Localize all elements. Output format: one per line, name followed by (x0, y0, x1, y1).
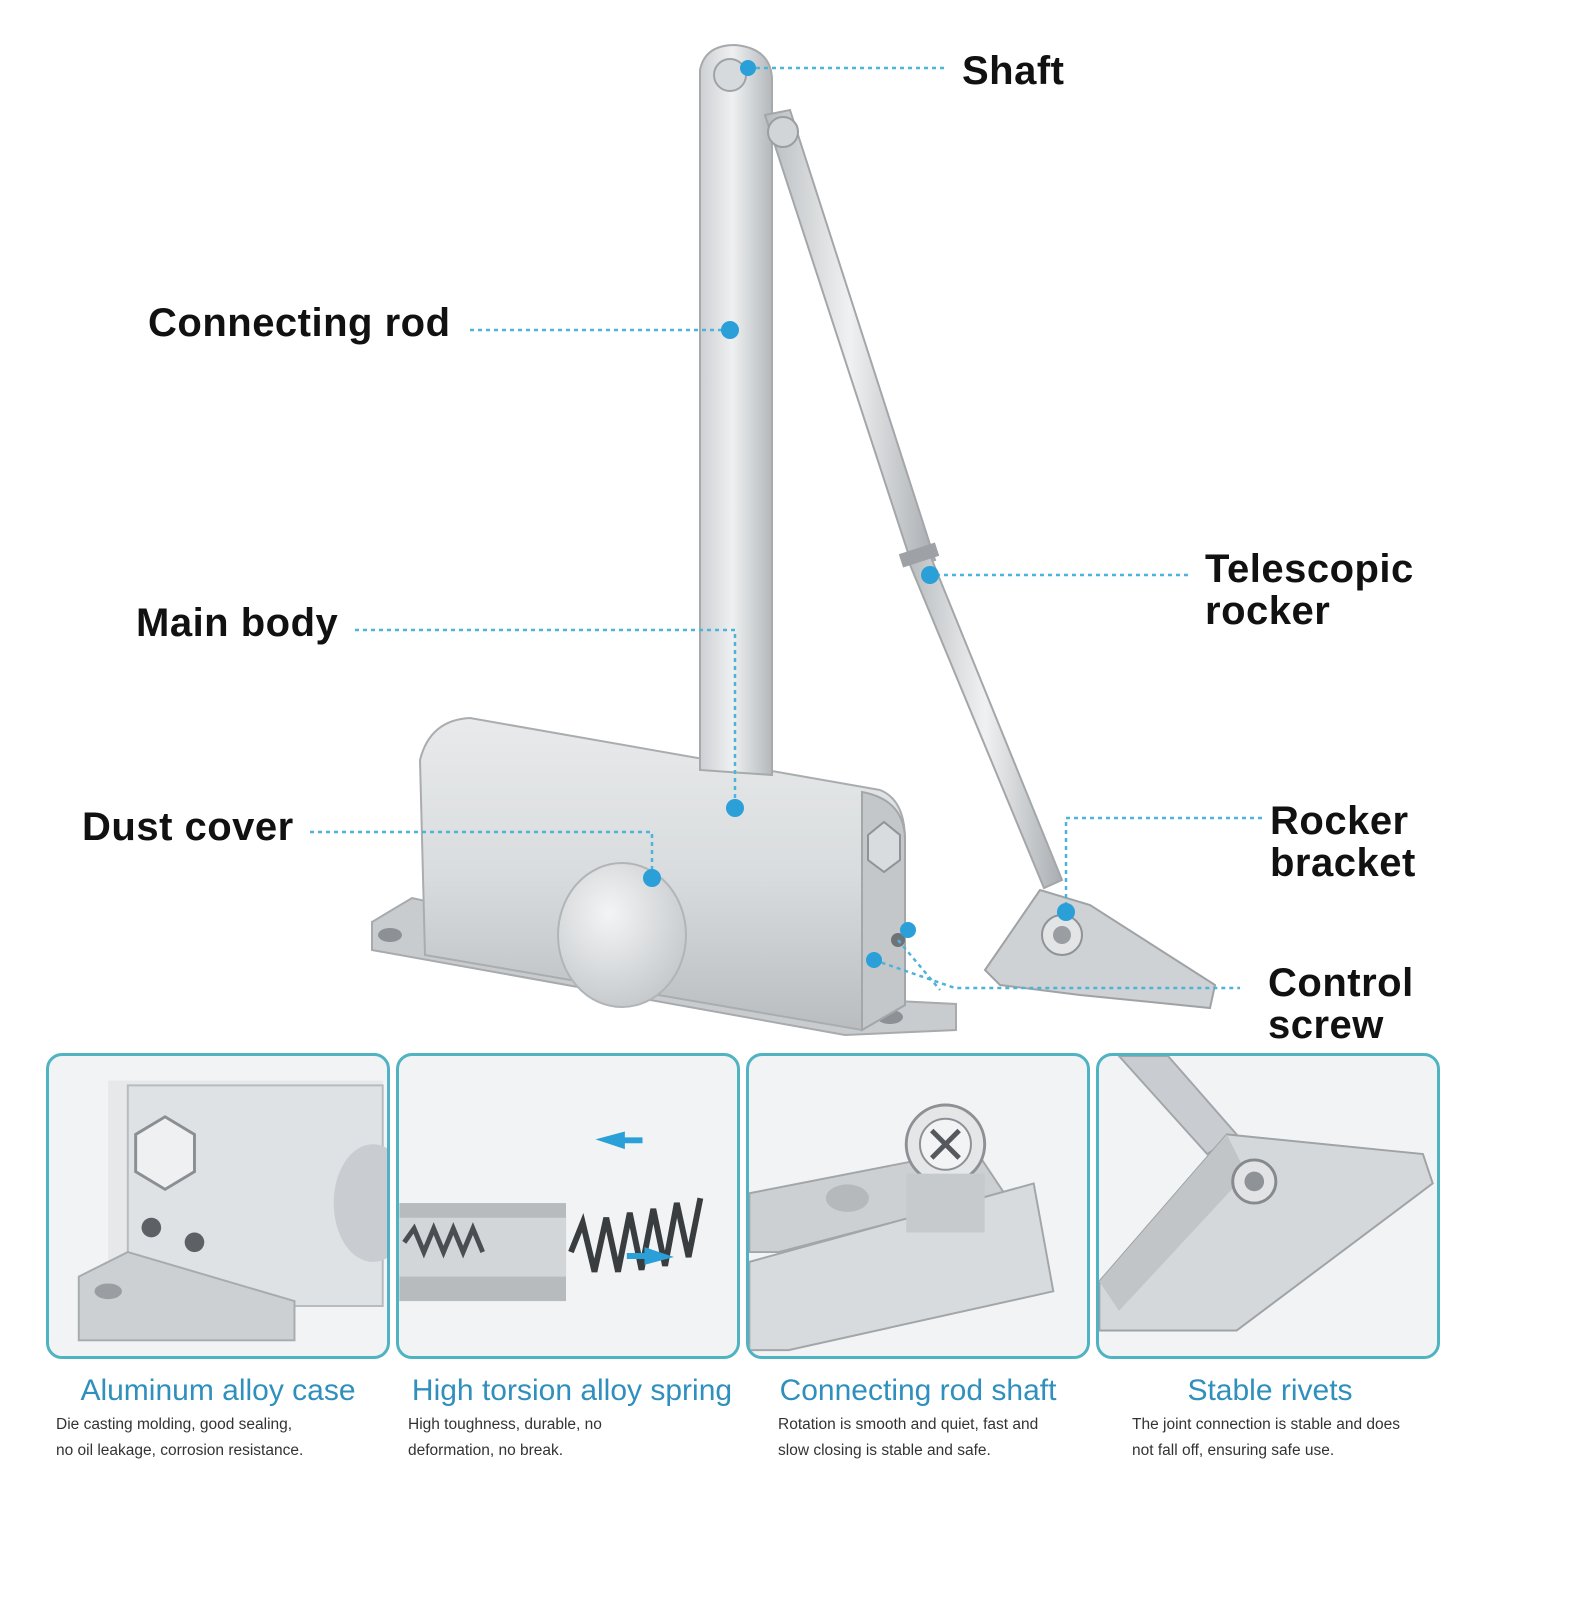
feature-desc-spring: High toughness, durable, no deformation,… (408, 1416, 602, 1459)
feature-title-aluminum-case: Aluminum alloy case (80, 1374, 356, 1407)
feature-panel-spring (396, 1053, 740, 1359)
rocker-bracket-label: Rocker bracket (1270, 799, 1416, 885)
telescopic-rocker-label: Telescopic rocker (1205, 547, 1414, 633)
feature-desc-rod-shaft: Rotation is smooth and quiet, fast and s… (778, 1416, 1039, 1459)
callout-dots (643, 60, 1075, 968)
rivets-closeup-illustration (1099, 1056, 1434, 1332)
dust-cover-label: Dust cover (82, 805, 294, 849)
feature-title-rod-shaft: Connecting rod shaft (779, 1374, 1057, 1407)
rod-shaft-closeup-illustration (749, 1103, 1055, 1352)
telescopic-rocker-shape (763, 108, 1064, 890)
spring-closeup-illustration (399, 1131, 704, 1302)
feature-panel-rivets (1096, 1053, 1440, 1359)
connecting-rod-shape (699, 43, 773, 777)
main-body-shape (418, 716, 906, 1032)
rocker-bracket-shape (983, 888, 1217, 1010)
connecting-rod-label: Connecting rod (148, 301, 451, 345)
feature-panel-aluminum-case (46, 1053, 390, 1359)
main-body-label: Main body (136, 601, 339, 645)
feature-panel-rod-shaft (746, 1053, 1090, 1359)
leader-lines (310, 66, 1262, 991)
feature-desc-aluminum-case: Die casting molding, good sealing, no oi… (56, 1416, 304, 1459)
case-closeup-illustration (77, 1080, 387, 1342)
door-closer-illustration (310, 43, 1262, 1037)
feature-title-spring: High torsion alloy spring (411, 1374, 733, 1407)
feature-title-rivets: Stable rivets (1187, 1374, 1353, 1407)
feature-desc-rivets: The joint connection is stable and does … (1132, 1416, 1400, 1459)
dust-cover-shape (557, 862, 687, 1008)
control-screw-label: Control screw (1268, 961, 1414, 1047)
shaft-label: Shaft (962, 49, 1065, 93)
